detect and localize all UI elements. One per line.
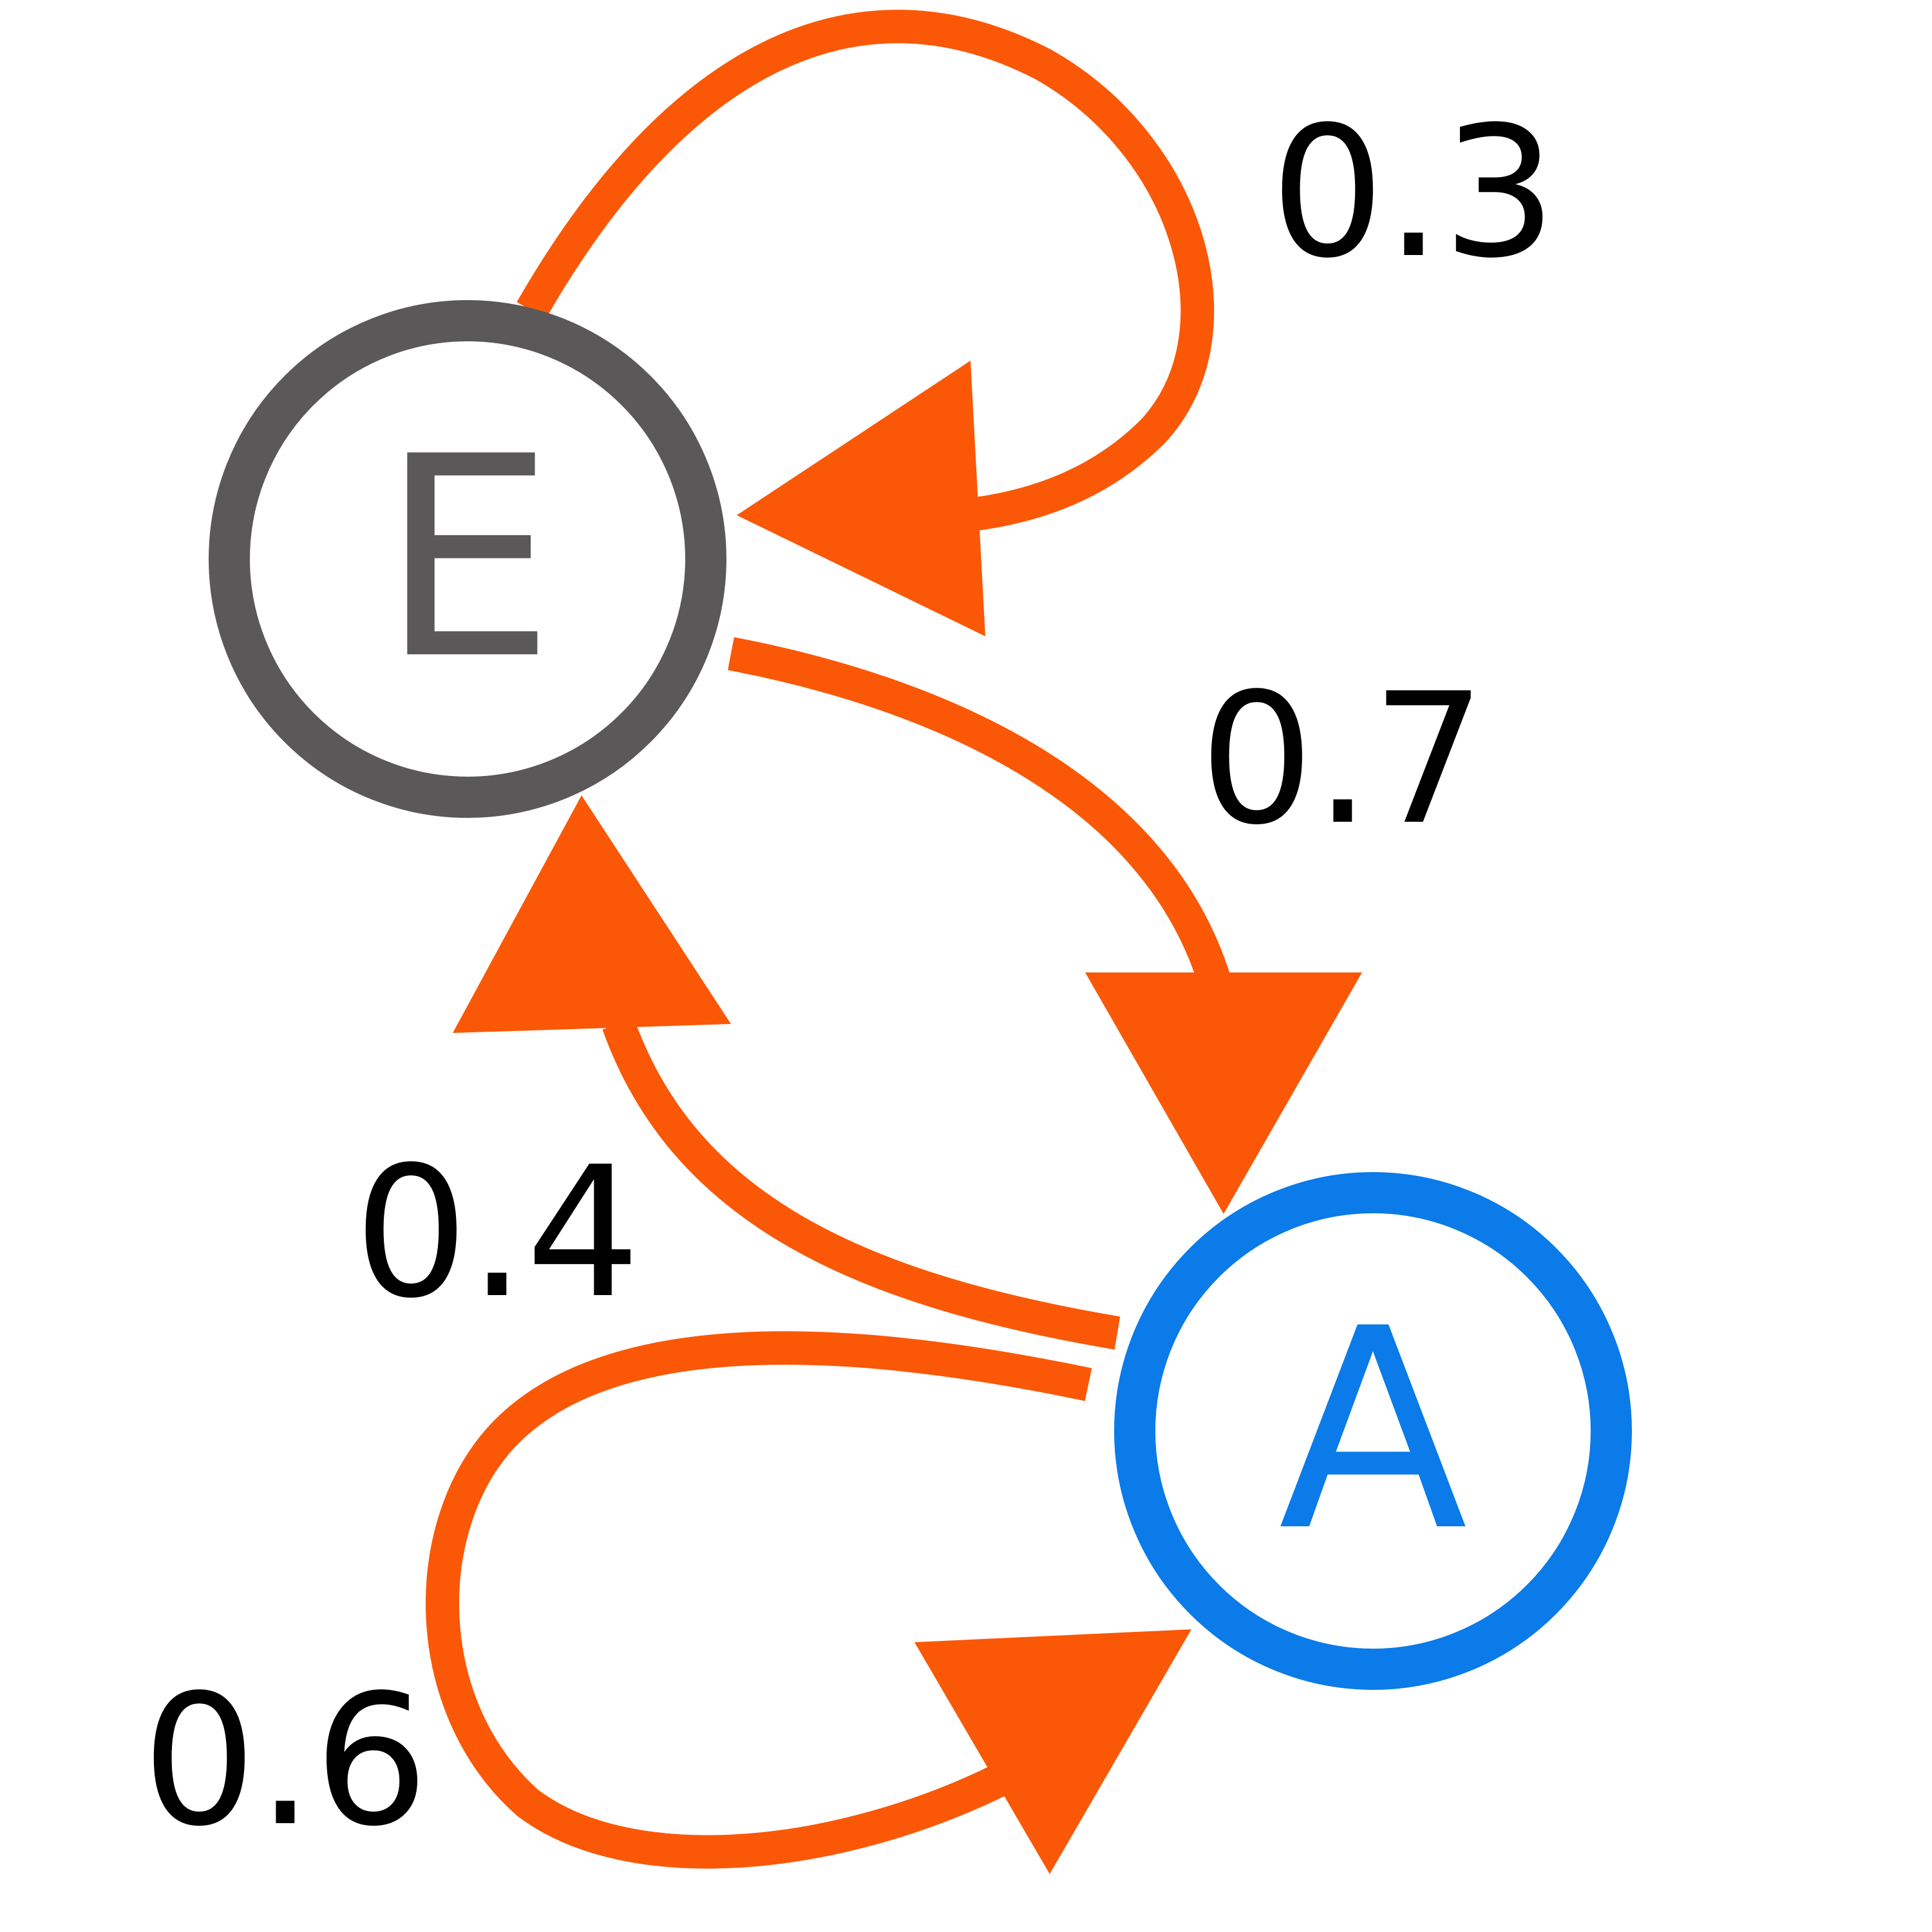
- edge-line-a-to-a: [426, 1331, 1092, 1869]
- arrowhead-e-to-e: [737, 361, 985, 636]
- edge-line-e-to-a: [728, 637, 1230, 984]
- edge-a-to-e: 0.4: [354, 795, 1121, 1350]
- edge-line-a-to-e: [602, 1018, 1121, 1350]
- node-a: A: [1114, 1172, 1632, 1690]
- node-e-label: E: [380, 398, 555, 720]
- arrowhead-e-to-a: [1085, 972, 1362, 1214]
- edge-e-to-a: 0.7: [728, 637, 1486, 1214]
- node-e-ring: [209, 300, 726, 818]
- edge-weight-e-to-e: 0.3: [1270, 88, 1557, 298]
- edge-a-to-a: 0.6: [142, 1331, 1191, 1874]
- edge-weight-e-to-a: 0.7: [1199, 655, 1486, 865]
- arrowhead-a-to-a: [914, 1629, 1191, 1874]
- edge-e-to-e: 0.3: [516, 10, 1557, 636]
- arrowhead-a-to-e: [453, 795, 731, 1033]
- edge-line-e-to-e: [516, 10, 1215, 532]
- node-a-label: A: [1278, 1270, 1469, 1592]
- node-e: E: [209, 300, 726, 818]
- edge-weight-a-to-e: 0.4: [354, 1128, 640, 1338]
- node-a-ring: [1114, 1172, 1632, 1690]
- edge-weight-a-to-a: 0.6: [142, 1656, 428, 1866]
